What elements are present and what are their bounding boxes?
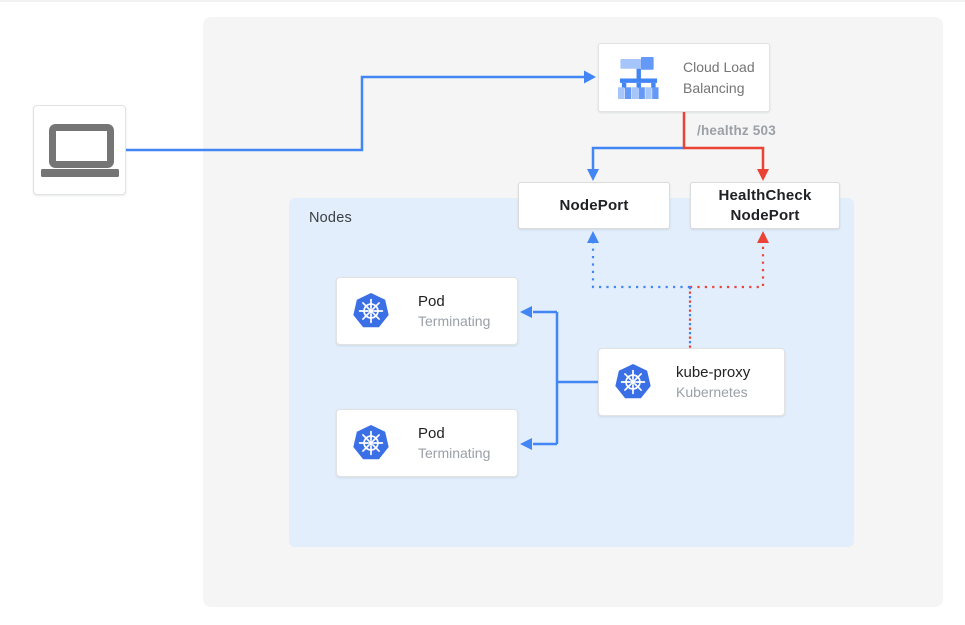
cloud-load-balancing-node: Cloud Load Balancing	[598, 43, 770, 112]
kube-proxy-node: kube-proxy Kubernetes	[598, 348, 785, 416]
healthcheck-nodeport-node: HealthCheck NodePort	[690, 182, 840, 229]
pod-title: Pod	[418, 424, 445, 442]
client-node	[33, 105, 126, 195]
nodeport-label: NodePort	[559, 196, 629, 214]
kube-proxy-subtitle: Kubernetes	[676, 383, 748, 400]
kubernetes-icon	[615, 363, 651, 399]
healthcheck-nodeport-label: HealthCheck NodePort	[718, 186, 812, 224]
pod-node-2: Pod Terminating	[336, 409, 518, 477]
cloud-load-balancing-label: Cloud Load Balancing	[683, 58, 755, 96]
laptop-icon	[40, 123, 119, 177]
pod-status: Terminating	[418, 444, 491, 461]
pod-title: Pod	[418, 292, 445, 310]
healthz-status-label: /healthz 503	[697, 123, 776, 138]
pod-status: Terminating	[418, 312, 491, 329]
kubernetes-icon	[353, 292, 389, 328]
nodeport-node: NodePort	[518, 182, 670, 229]
load-balancer-icon	[617, 56, 659, 99]
nodes-group-label: Nodes	[309, 210, 352, 226]
pod-node-1: Pod Terminating	[336, 277, 518, 345]
kube-proxy-title: kube-proxy	[676, 363, 751, 381]
kubernetes-icon	[353, 424, 389, 460]
